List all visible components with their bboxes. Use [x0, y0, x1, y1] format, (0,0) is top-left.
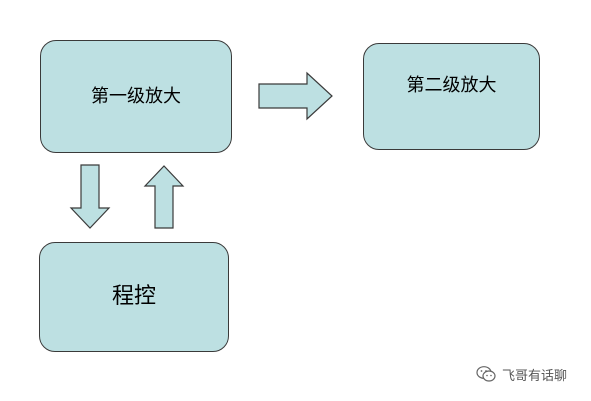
arrow-right-stage1-to-stage2 — [258, 71, 333, 121]
stage2-amplifier-label: 第二级放大 — [406, 75, 497, 96]
program-control-label: 程控 — [111, 284, 156, 309]
stage1-amplifier-label: 第一级放大 — [91, 85, 181, 107]
program-control-box: 程控 — [39, 242, 229, 352]
arrow-down-stage1-to-program — [69, 164, 111, 229]
watermark: 飞哥有话聊 — [476, 364, 567, 384]
stage1-amplifier-box: 第一级放大 — [40, 40, 232, 153]
wechat-icon — [476, 366, 496, 382]
stage2-amplifier-box: 第二级放大 — [363, 43, 540, 150]
watermark-text: 飞哥有话聊 — [502, 368, 568, 384]
arrow-up-program-to-stage1 — [143, 165, 185, 229]
